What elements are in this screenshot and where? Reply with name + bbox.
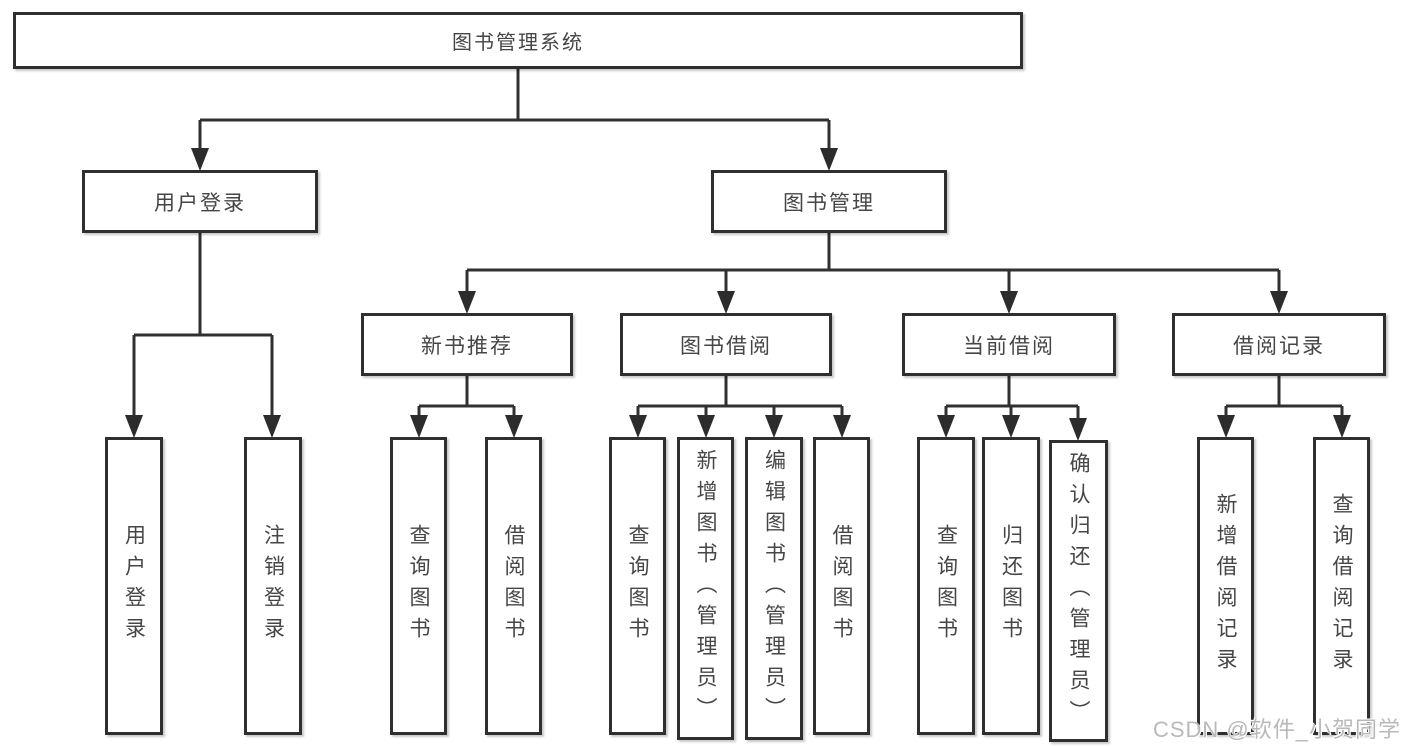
leaf-query-borrow-record: 查询借阅记录 <box>1313 437 1370 735</box>
leaf-label: 确认归还（管理员） <box>1067 451 1090 731</box>
leaf-label: 查询图书 <box>407 524 430 648</box>
arrowhead <box>717 291 735 314</box>
connector-new-book <box>417 376 516 424</box>
arrowhead <box>505 415 523 438</box>
leaf-return-books: 归还图书 <box>982 437 1040 735</box>
node-borrowing-records: 借阅记录 <box>1172 313 1386 376</box>
arrowhead <box>1000 291 1018 314</box>
node-label: 当前借阅 <box>963 334 1055 358</box>
leaf-label: 新增图书（管理员） <box>694 449 717 728</box>
leaf-user-login: 用户登录 <box>105 437 163 735</box>
arrowhead <box>833 415 851 438</box>
leaf-label: 归还图书 <box>999 524 1023 648</box>
arrowhead <box>191 148 209 171</box>
leaf-label: 注销登录 <box>261 524 285 648</box>
arrowhead <box>697 415 715 438</box>
arrowhead <box>458 291 476 314</box>
arrowhead <box>410 415 428 438</box>
arrowhead <box>629 415 647 438</box>
arrowhead <box>765 415 783 438</box>
node-label: 新书推荐 <box>421 334 513 358</box>
node-current-borrowing: 当前借阅 <box>902 313 1116 376</box>
arrowhead <box>1069 418 1087 441</box>
leaf-add-books-admin: 新增图书（管理员） <box>677 437 734 740</box>
arrowhead <box>820 148 838 171</box>
connector-book-borrowing <box>636 376 844 424</box>
arrowhead <box>937 415 955 438</box>
node-label: 用户登录 <box>154 191 246 215</box>
leaf-logout-login: 注销登录 <box>244 437 302 735</box>
connector-root <box>198 69 831 157</box>
leaf-label: 查询图书 <box>934 524 958 648</box>
leaf-add-borrow-record: 新增借阅记录 <box>1197 437 1254 735</box>
leaf-label: 编辑图书（管理员） <box>762 449 786 728</box>
node-root: 图书管理系统 <box>13 12 1023 69</box>
leaf-label: 借阅图书 <box>502 524 525 648</box>
leaf-query-books-borrowing: 查询图书 <box>609 437 666 735</box>
leaf-borrow-books-recommend: 借阅图书 <box>485 437 542 735</box>
leaf-edit-books-admin: 编辑图书（管理员） <box>745 437 803 740</box>
leaf-query-books-recommend: 查询图书 <box>390 437 447 735</box>
arrowhead <box>1333 415 1351 438</box>
leaf-query-books-current: 查询图书 <box>917 437 975 735</box>
connector-borrowing-records <box>1224 376 1344 424</box>
connector-book-management <box>465 233 1281 300</box>
node-label: 图书借阅 <box>680 334 772 358</box>
node-book-management: 图书管理 <box>711 170 947 233</box>
leaf-label: 借阅图书 <box>830 524 853 648</box>
leaf-borrow-books: 借阅图书 <box>813 437 870 735</box>
node-label: 借阅记录 <box>1233 334 1325 358</box>
arrowhead <box>1002 415 1020 438</box>
node-new-book-recommend: 新书推荐 <box>361 313 573 376</box>
leaf-confirm-return-admin: 确认归还（管理员） <box>1049 440 1108 742</box>
arrowhead <box>1270 291 1288 314</box>
connector-user-login <box>132 233 274 424</box>
leaf-label: 新增借阅记录 <box>1214 493 1237 679</box>
node-label: 图书管理 <box>783 191 875 215</box>
arrowhead <box>1217 415 1235 438</box>
node-book-borrowing: 图书借阅 <box>620 313 832 376</box>
leaf-label: 用户登录 <box>122 524 146 648</box>
node-user-login-branch: 用户登录 <box>82 170 318 233</box>
node-root-label: 图书管理系统 <box>452 32 584 54</box>
leaf-label: 查询图书 <box>626 524 649 648</box>
arrowhead <box>263 415 281 438</box>
leaf-label: 查询借阅记录 <box>1330 493 1353 679</box>
arrowhead <box>125 415 143 438</box>
